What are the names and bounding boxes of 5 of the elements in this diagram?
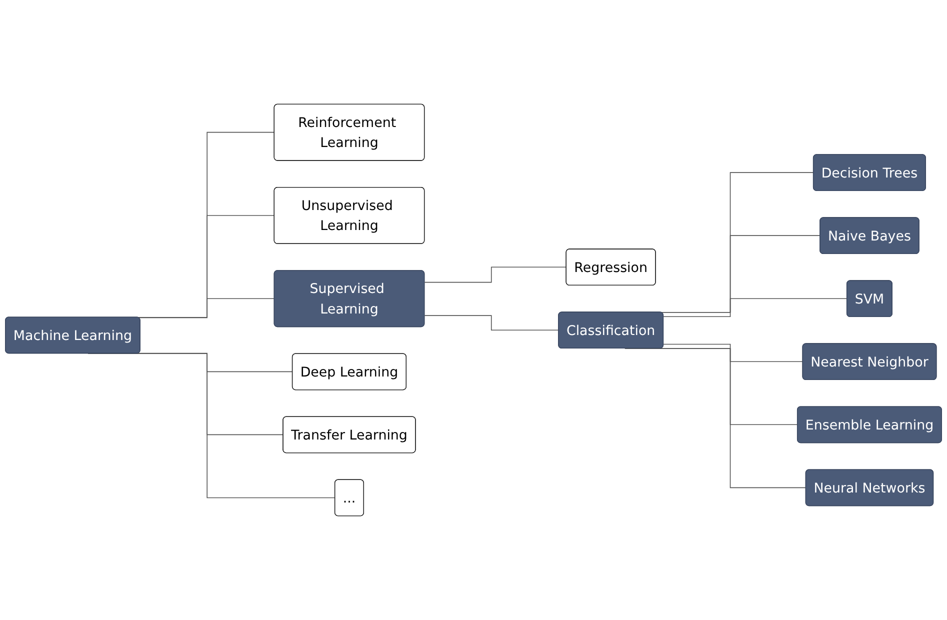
connector (663, 344, 804, 362)
connector (424, 266, 567, 283)
connector (424, 315, 560, 331)
connector (663, 298, 848, 318)
connector (138, 298, 275, 318)
